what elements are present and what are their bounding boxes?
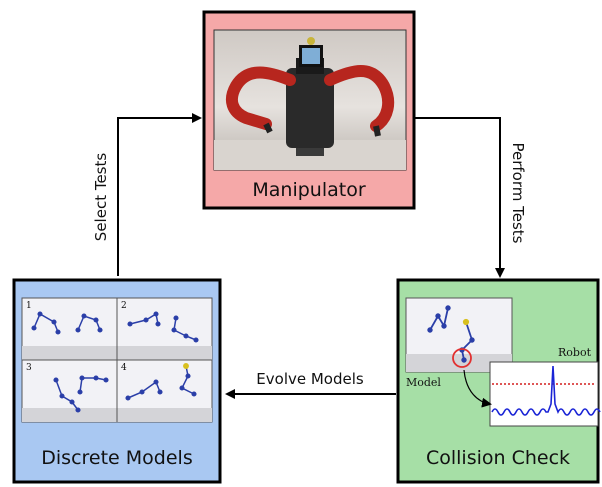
edge-select-tests: Select Tests: [92, 113, 202, 276]
collision-pointer-arrow: [463, 369, 492, 408]
panel-2-number: 2: [121, 301, 127, 311]
signal-trace: [491, 365, 601, 416]
collision-highlight-circle: [452, 348, 472, 368]
model-grid: 1 2 3 4: [21, 297, 213, 423]
evolve-models-label: Evolve Models: [256, 370, 364, 388]
collision-check-node: Model Robot Collision Check: [396, 278, 601, 484]
robot-signal-panel: [489, 361, 601, 427]
panel-2-linkages: [127, 311, 199, 343]
discrete-models-node: 1 2 3 4: [12, 278, 222, 484]
panel-4-linkages: [125, 363, 197, 401]
manipulator-label: Manipulator: [252, 179, 365, 201]
discrete-models-label: Discrete Models: [41, 447, 192, 469]
select-tests-label: Select Tests: [92, 153, 110, 242]
manipulator-node: Manipulator: [202, 10, 416, 210]
perform-tests-label: Perform Tests: [509, 142, 527, 243]
panel-4-number: 4: [121, 363, 127, 373]
edge-evolve-models: Evolve Models: [225, 370, 396, 399]
robot-photo: [213, 29, 407, 171]
edge-perform-tests: Perform Tests: [412, 117, 527, 278]
panel-3-number: 3: [26, 363, 32, 373]
panel-3-linkages: [53, 375, 109, 413]
model-panel: [405, 297, 513, 373]
perform-tests-arrow: [412, 117, 505, 278]
panel-1-number: 1: [26, 301, 32, 311]
robot-label: Robot: [558, 346, 592, 359]
panel-1-linkages: [31, 311, 103, 335]
select-tests-arrow: [117, 113, 202, 276]
model-label: Model: [406, 376, 441, 389]
collision-check-label: Collision Check: [426, 447, 570, 469]
